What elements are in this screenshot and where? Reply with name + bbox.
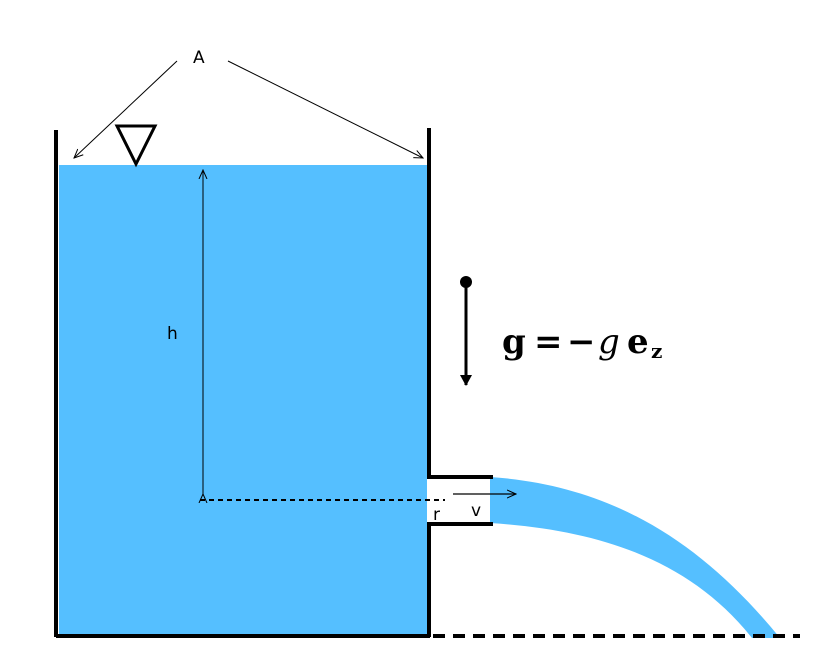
water-jet bbox=[490, 477, 780, 638]
tank-water bbox=[59, 165, 427, 635]
equals-sign: = bbox=[534, 322, 563, 362]
area-label: A bbox=[193, 48, 205, 68]
unit-vector-symbol: e bbox=[627, 322, 649, 362]
triangle-down-icon bbox=[114, 124, 158, 168]
area-leader-left bbox=[74, 60, 178, 158]
minus-sign: − bbox=[567, 322, 596, 362]
area-leader-right bbox=[227, 60, 423, 158]
gravity-vector-symbol: g bbox=[502, 322, 526, 362]
velocity-label: v bbox=[471, 501, 481, 521]
height-label: h bbox=[167, 324, 178, 344]
unit-vector-subscript: z bbox=[651, 339, 662, 363]
radius-label: r bbox=[433, 505, 440, 525]
gravity-formula: g = − g e z bbox=[502, 322, 662, 363]
gravity-scalar-symbol: g bbox=[598, 322, 620, 362]
